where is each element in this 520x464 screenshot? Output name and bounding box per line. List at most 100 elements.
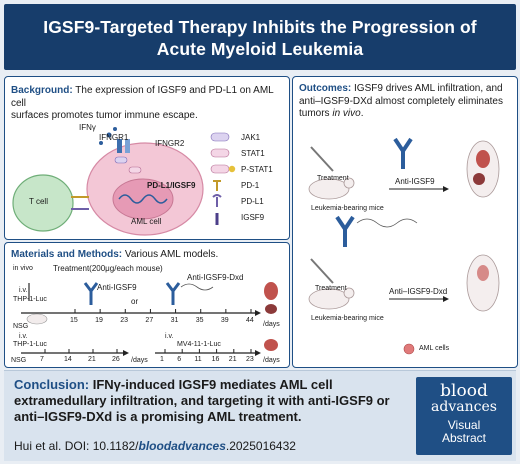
mice-label-2: Leukemia-bearing mice [311, 315, 384, 322]
cell-line-3: MV4-11-1-Luc [177, 341, 221, 348]
label-ifngr2: IFNGR2 [155, 139, 185, 148]
dissected-mouse-2 [466, 254, 500, 312]
organ-icon [264, 282, 278, 300]
day-label: 7 [40, 356, 44, 363]
nsg-label-1: NSG [13, 323, 29, 330]
mouse-icon-1 [308, 178, 350, 200]
day-label: 21 [228, 356, 237, 363]
label-pdl1-igsf9: PD-L1/IGSF9 [147, 181, 196, 190]
dna-strand [118, 194, 168, 204]
dissected-mouse-1 [466, 140, 500, 198]
label-ifng: IFNγ [79, 123, 96, 132]
day-label: 15 [70, 317, 78, 324]
syringe-icon-2 [310, 258, 334, 284]
syringe-icon-1 [310, 146, 334, 172]
stat1-icon [210, 148, 230, 158]
antibody-icon-1 [393, 137, 413, 169]
timeline-diagram [21, 282, 278, 356]
day-label: 44 [246, 317, 254, 324]
ifng-dot [106, 132, 112, 138]
conclusion-label: Conclusion: [14, 377, 90, 392]
immune-escape-diagram [12, 127, 236, 236]
antibody-icon-2 [335, 215, 355, 247]
legend-p-stat1: P-STAT1 [241, 165, 273, 174]
day-label: 39 [220, 317, 229, 324]
t-cell [12, 174, 74, 232]
ifngr1-receptor [117, 139, 122, 153]
arrow-label-1: Anti-IGSF9 [395, 177, 435, 186]
outcomes-panel: Outcomes: IGSF9 drives AML infiltration,… [292, 76, 518, 368]
treatment-label: Treatment(200μg/each mouse) [53, 264, 163, 273]
day-label: 23 [120, 317, 129, 324]
conclusion-text: Conclusion: IFNγ-induced IGSF9 mediates … [14, 377, 390, 424]
day-label: 19 [95, 317, 103, 324]
mice-label-1: Leukemia-bearing mice [311, 205, 384, 212]
outcomes-diagram [308, 137, 500, 355]
iv-label-1: i.v. [19, 287, 28, 294]
day-label: 14 [64, 356, 72, 363]
anti-igsf9-antibody-icon [83, 282, 99, 305]
day-label: 35 [195, 317, 204, 324]
treatment-label-1: Treatment [317, 175, 349, 182]
days-label-2: /days [131, 357, 148, 364]
day-label: 11 [194, 356, 202, 363]
citation: Hui et al. DOI: 10.1182/bloodadvances.20… [14, 439, 296, 453]
aml-cells-label: AML cells [419, 345, 450, 352]
outcomes-text: Outcomes: IGSF9 drives AML infiltration,… [299, 83, 503, 119]
pdl1-icon [212, 194, 222, 207]
label-aml-cell: AML cell [131, 217, 162, 226]
conclusion-bar: Conclusion: IFNγ-induced IGSF9 mediates … [4, 370, 516, 461]
ifngr2-receptor [125, 139, 130, 153]
iv-label-3: i.v. [165, 333, 174, 340]
doi-link[interactable]: bloodadvances [138, 439, 226, 453]
p-stat1-icon [210, 164, 230, 174]
cell-line-1: THP-1-Luc [13, 296, 47, 303]
legend-pd1: PD-1 [241, 181, 260, 190]
days-label-3: /days [263, 357, 280, 364]
title-line-2: Acute Myeloid Leukemia [156, 39, 364, 59]
day-label: 23 [246, 356, 254, 363]
methods-panel: Materials and Methods: Various AML model… [4, 242, 290, 368]
legend-stat1: STAT1 [241, 149, 265, 158]
legend-glyphs [210, 132, 236, 225]
methods-text: Materials and Methods: Various AML model… [11, 249, 219, 260]
invivo-label: in vivo [13, 265, 33, 272]
outcomes-label: Outcomes: [299, 83, 352, 94]
anti-igsf9-dxd-label: Anti-IGSF9-Dxd [187, 273, 244, 282]
aml-cells-icon [403, 343, 415, 355]
day-label: 1 [160, 356, 164, 363]
methods-label: Materials and Methods: [11, 249, 123, 260]
anti-igsf9-label: Anti-IGSF9 [97, 283, 137, 292]
mouse-icon [26, 313, 48, 325]
label-ifngr1: IFNGR1 [99, 133, 129, 142]
blood-advances-logo: blood advances Visual Abstract [416, 377, 512, 455]
day-label: 6 [177, 356, 182, 363]
day-label: 21 [88, 356, 96, 363]
day-label: 26 [112, 356, 120, 363]
day-label: 27 [145, 317, 154, 324]
day-label: 31 [170, 317, 179, 324]
treatment-label-2: Treatment [315, 285, 347, 292]
day-label: 16 [211, 356, 220, 363]
jak1-icon [210, 132, 230, 142]
legend-jak1: JAK1 [241, 133, 261, 142]
pd1-icon [213, 180, 221, 191]
dxd-payload-icon [180, 283, 214, 291]
arrow-label-2: Anti–IGSF9-Dxd [389, 287, 448, 296]
background-text: Background: The expression of IGSF9 and … [11, 85, 274, 121]
background-label: Background: [11, 85, 73, 96]
days-label-1: /days [263, 321, 280, 328]
nsg-label-2: NSG [11, 357, 27, 364]
legend-igsf9: IGSF9 [241, 213, 265, 222]
background-panel: Background: The expression of IGSF9 and … [4, 76, 290, 240]
dxd-payload-icon-2 [356, 218, 418, 228]
cell-line-2: THP-1-Luc [13, 341, 47, 348]
anti-igsf9-dxd-antibody-icon [165, 282, 181, 305]
title-banner: IGSF9-Targeted Therapy Inhibits the Prog… [4, 4, 516, 70]
iv-label-2: i.v. [19, 333, 28, 340]
label-t-cell: T cell [29, 197, 48, 206]
mouse-icon-2 [308, 288, 350, 310]
title-line-1: IGSF9-Targeted Therapy Inhibits the Prog… [43, 17, 477, 37]
legend-pdl1: PD-L1 [241, 197, 264, 206]
